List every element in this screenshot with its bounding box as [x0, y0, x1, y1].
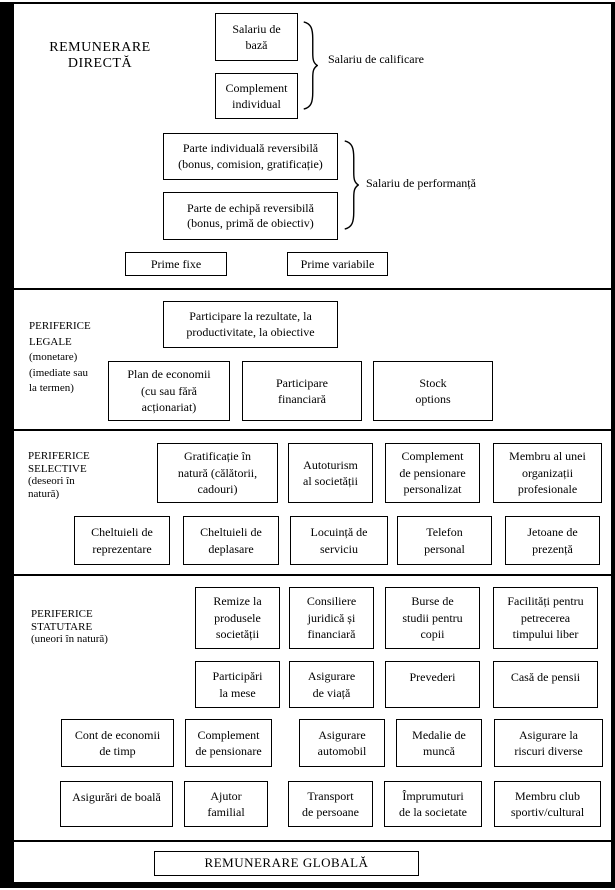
- box-complement-individual: Complement individual: [215, 73, 298, 119]
- label-salariu-de-performanta: Salariu de performanță: [366, 176, 476, 190]
- box-participare-rezultate: Participare la rezultate, la productivit…: [163, 301, 338, 348]
- box-cheltuieli-reprezentare: Cheltuieli de reprezentare: [74, 516, 170, 565]
- label-salariu-de-calificare: Salariu de calificare: [328, 52, 424, 66]
- section-label-periferice-statutare: PERIFERICE STATUTARE (uneori în natură): [31, 608, 108, 645]
- section-label-periferice-selective: PERIFERICE SELECTIVE (deseori în natură): [28, 450, 90, 500]
- box-remunerare-globala: REMUNERARE GLOBALĂ: [154, 851, 419, 876]
- section-divider: [14, 429, 611, 431]
- section-divider: [14, 574, 611, 576]
- box-stock-options: Stock options: [373, 361, 493, 421]
- box-asigurare-automobil: Asigurare automobil: [299, 719, 385, 767]
- box-participare-financiara: Participare financiară: [242, 361, 362, 421]
- box-gratificatie-in-natura: Gratificație în natură (călătorii, cadou…: [157, 443, 278, 503]
- box-membru-organizatii-profesionale: Membru al unei organizații profesionale: [493, 443, 602, 503]
- box-plan-de-economii: Plan de economii (cu sau fără acționaria…: [108, 361, 230, 421]
- box-complement-pensionare: Complement de pensionare: [185, 719, 272, 767]
- box-ajutor-familial: Ajutor familial: [184, 781, 268, 827]
- box-parte-individuala-reversibila: Parte individuală reversibilă (bonus, co…: [163, 133, 338, 180]
- section-divider: [14, 288, 611, 290]
- box-consiliere-juridica: Consiliere juridică și financiară: [289, 587, 374, 649]
- curly-brace-icon: [303, 21, 318, 110]
- box-telefon-personal: Telefon personal: [397, 516, 492, 565]
- box-autoturism-societate: Autoturism al societății: [288, 443, 373, 503]
- section-label-periferice-legale: PERIFERICE LEGALE (monetare) (imediate s…: [29, 320, 91, 394]
- box-jetoane-prezenta: Jetoane de prezență: [505, 516, 600, 565]
- section-divider: [14, 840, 611, 842]
- box-transport-persoane: Transport de persoane: [288, 781, 373, 827]
- box-cheltuieli-deplasare: Cheltuieli de deplasare: [183, 516, 279, 565]
- box-locuinta-serviciu: Locuință de serviciu: [290, 516, 388, 565]
- box-facilitati-timp-liber: Facilități pentru petrecerea timpului li…: [493, 587, 598, 649]
- section-label-remunerare-directa: REMUNERARE DIRECTĂ: [49, 40, 151, 71]
- box-participari-mese: Participări la mese: [195, 661, 280, 708]
- box-asigurare-viata: Asigurare de viață: [289, 661, 374, 708]
- box-casa-pensii: Casă de pensii: [493, 661, 598, 708]
- box-imprumuturi-societate: Împrumuturi de la societate: [384, 781, 482, 827]
- box-salariu-de-baza: Salariu de bază: [215, 13, 298, 61]
- box-prime-fixe: Prime fixe: [125, 252, 227, 276]
- box-asigurari-boala: Asigurări de boală: [60, 781, 173, 827]
- box-medalie-munca: Medalie de muncă: [396, 719, 482, 767]
- box-prevederi: Prevederi: [385, 661, 480, 708]
- box-prime-variabile: Prime variabile: [287, 252, 388, 276]
- box-membru-club: Membru club sportiv/cultural: [494, 781, 601, 827]
- box-remize-produse: Remize la produsele societății: [195, 587, 280, 649]
- box-cont-economii-timp: Cont de economii de timp: [61, 719, 174, 767]
- box-parte-de-echipa-reversibila: Parte de echipă reversibilă (bonus, prim…: [163, 192, 338, 240]
- box-burse-studii: Burse de studii pentru copii: [385, 587, 480, 649]
- box-complement-pensionare-personalizat: Complement de pensionare personalizat: [385, 443, 480, 503]
- curly-brace-icon: [344, 140, 359, 230]
- box-asigurare-riscuri: Asigurare la riscuri diverse: [494, 719, 603, 767]
